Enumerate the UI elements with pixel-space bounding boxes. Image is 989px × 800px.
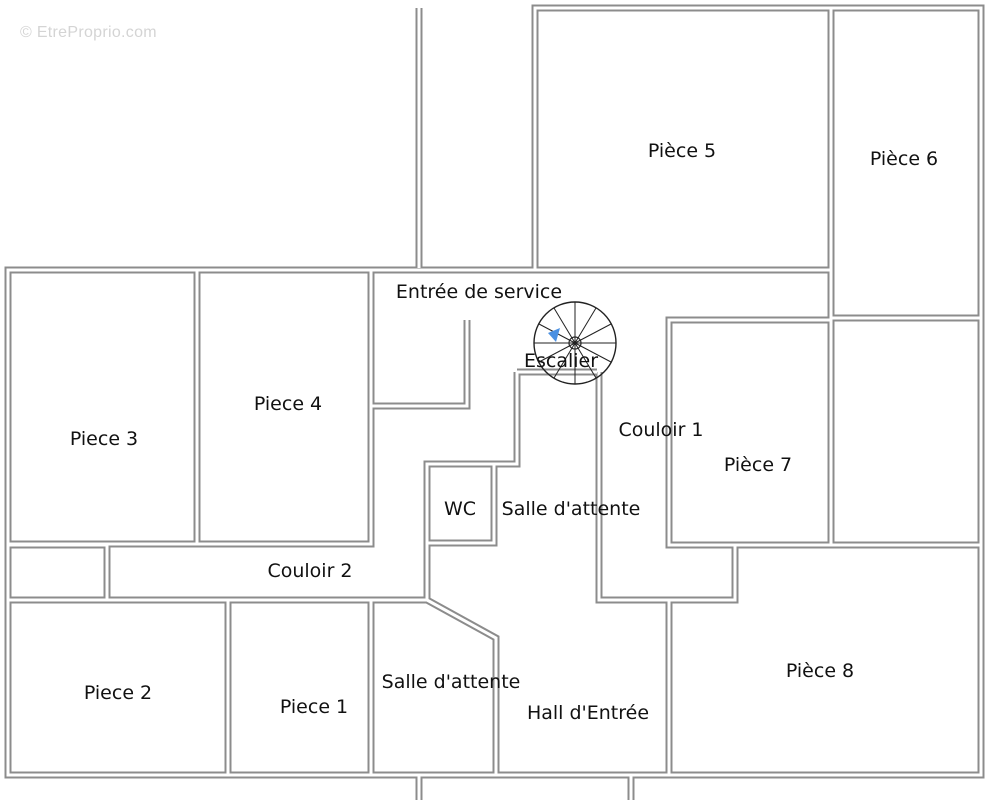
wall-piece-5	[531, 4, 835, 274]
wall-inner-diagonal	[426, 598, 498, 775]
label-hall-entree: Hall d'Entrée	[527, 702, 649, 724]
wall-inner-couloir1-right	[597, 372, 737, 602]
wall-service-partition	[371, 320, 471, 410]
label-wc: WC	[444, 498, 476, 520]
label-piece-6: Pièce 6	[870, 148, 938, 170]
wall-inner-main-outline	[6, 268, 983, 777]
wall-inner-service-partition	[371, 320, 469, 408]
label-piece-3: Piece 3	[70, 428, 138, 450]
wall-piece-3	[4, 266, 201, 548]
label-couloir-1: Couloir 1	[618, 419, 703, 441]
wall-inner-piece-3	[6, 268, 199, 546]
label-piece-2: Piece 2	[84, 682, 152, 704]
label-entree-service: Entrée de service	[396, 281, 562, 303]
wall-inner-wc	[425, 462, 496, 545]
spiral-staircase-icon	[533, 301, 617, 385]
label-salle-attente-1: Salle d'attente	[502, 498, 641, 520]
label-escalier: Escalier	[524, 350, 598, 372]
label-couloir-2: Couloir 2	[267, 560, 352, 582]
label-piece-8: Pièce 8	[786, 660, 854, 682]
wall-couloir-2	[8, 541, 427, 604]
label-piece-4: Piece 4	[254, 393, 322, 415]
walls-inner	[6, 6, 983, 800]
wall-inner-piece-5	[533, 6, 833, 272]
label-salle-attente-2: Salle d'attente	[382, 671, 521, 693]
label-piece-5: Pièce 5	[648, 140, 716, 162]
label-piece-1: Piece 1	[280, 696, 348, 718]
watermark: © EtreProprio.com	[20, 24, 157, 41]
staircase-steps	[534, 302, 616, 384]
room-labels: Pièce 5 Pièce 6 Entrée de service Escali…	[70, 140, 938, 724]
staircase-arrow-icon	[548, 328, 560, 342]
wall-inner-couloir-2	[8, 543, 427, 602]
label-piece-7: Pièce 7	[724, 454, 792, 476]
